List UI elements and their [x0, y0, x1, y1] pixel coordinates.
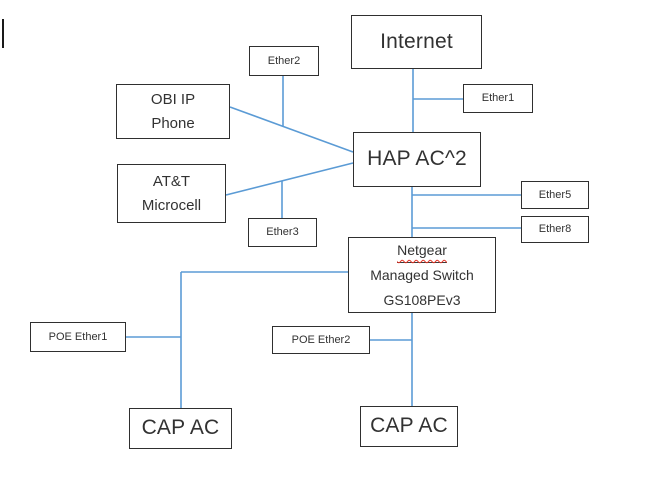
node-att-label-line2: Microcell	[141, 196, 202, 214]
wire-obi-hap	[229, 106, 354, 153]
node-obi-ip-phone[interactable]: OBI IP Phone	[116, 84, 230, 139]
node-internet[interactable]: Internet	[351, 15, 482, 69]
node-poe-ether1[interactable]: POE Ether1	[30, 322, 126, 352]
node-hap-label: HAP AC^2	[367, 147, 467, 171]
node-cap2-label: CAP AC	[370, 414, 448, 438]
node-poe1-label: POE Ether1	[48, 330, 108, 343]
text-cursor	[2, 19, 4, 48]
node-ether3[interactable]: Ether3	[248, 218, 317, 247]
node-att-microcell[interactable]: AT&T Microcell	[117, 164, 226, 223]
node-ether2-label: Ether2	[267, 54, 301, 67]
node-ether2[interactable]: Ether2	[249, 46, 319, 76]
node-poe2-label: POE Ether2	[291, 333, 351, 346]
node-ether5[interactable]: Ether5	[521, 181, 589, 209]
node-ether8[interactable]: Ether8	[521, 216, 589, 243]
node-att-label-line1: AT&T	[152, 173, 191, 191]
node-netgear-switch[interactable]: Netgear Managed Switch GS108PEv3	[348, 237, 496, 313]
node-obi-label-line1: OBI IP	[150, 91, 196, 109]
node-ether5-label: Ether5	[538, 188, 572, 201]
node-ether3-label: Ether3	[266, 226, 299, 239]
node-ether1-label: Ether1	[481, 92, 515, 105]
node-hap-ac2[interactable]: HAP AC^2	[353, 132, 481, 187]
node-obi-label-line2: Phone	[151, 114, 195, 132]
node-cap-ac-2[interactable]: CAP AC	[360, 406, 458, 447]
node-switch-label-line3: GS108PEv3	[383, 291, 461, 308]
node-internet-label: Internet	[380, 29, 453, 53]
node-poe-ether2[interactable]: POE Ether2	[272, 326, 370, 354]
misspelling-squiggle: Netgear	[397, 241, 447, 258]
node-switch-label-line1: Netgear	[397, 238, 447, 264]
node-cap1-label: CAP AC	[141, 416, 220, 440]
wire-att-hap	[225, 162, 354, 196]
node-ether1[interactable]: Ether1	[463, 84, 533, 113]
node-ether8-label: Ether8	[538, 223, 572, 236]
node-cap-ac-1[interactable]: CAP AC	[129, 408, 232, 449]
node-switch-label-line2: Managed Switch	[370, 267, 474, 284]
